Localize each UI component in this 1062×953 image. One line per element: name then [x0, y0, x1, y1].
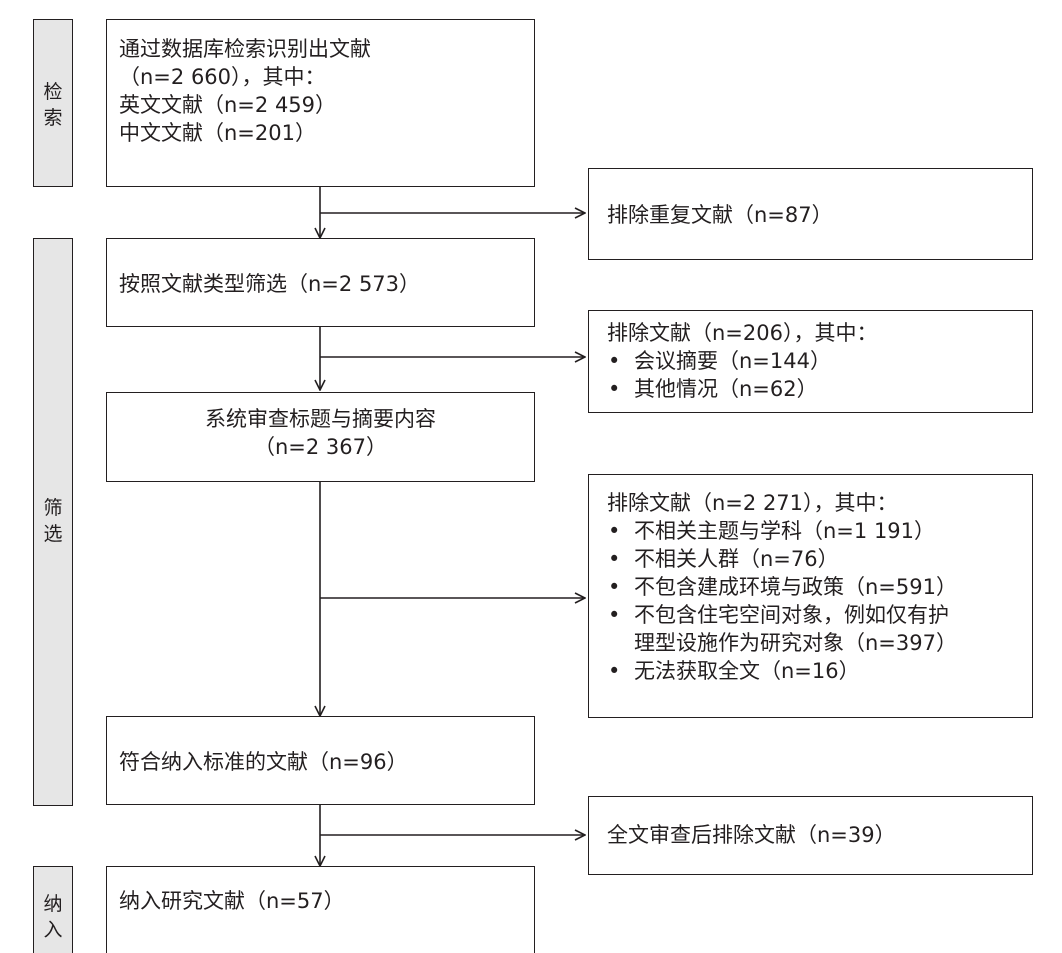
- box-duplicates: 排除重复文献（n=87）: [588, 168, 1033, 260]
- included-text: 纳入研究文献（n=57）: [119, 889, 345, 913]
- list-item: • 不相关主题与学科（n=1 191）: [607, 517, 1032, 545]
- stage-search-char-1: 检: [43, 81, 63, 103]
- stage-screen-char-2: 选: [43, 523, 63, 545]
- box-excluded-title: 排除文献（n=2 271），其中： • 不相关主题与学科（n=1 191） • …: [588, 474, 1033, 718]
- identified-line-1: 通过数据库检索识别出文献: [119, 37, 371, 61]
- excluded-title-item-1: 不相关主题与学科（n=1 191）: [634, 519, 936, 543]
- stage-screen-char-1: 筛: [43, 497, 63, 519]
- bullet-icon: •: [608, 547, 621, 571]
- stage-include-char-1: 纳: [43, 893, 63, 915]
- list-item: • 不包含住宅空间对象，例如仅有护: [607, 601, 1032, 629]
- box-type-screen: 按照文献类型筛选（n=2 573）: [106, 238, 535, 327]
- box-excluded-type: 排除文献（n=206），其中： • 会议摘要（n=144） • 其他情况（n=6…: [588, 310, 1033, 413]
- type-screen-text: 按照文献类型筛选（n=2 573）: [119, 272, 421, 296]
- title-abstract-line-2: （n=2 367）: [253, 435, 388, 459]
- stage-include: 纳 入: [33, 866, 73, 953]
- excluded-type-heading: 排除文献（n=206），其中：: [607, 321, 878, 345]
- excluded-title-item-4: 不包含住宅空间对象，例如仅有护: [634, 603, 949, 627]
- bullet-icon: •: [608, 349, 621, 373]
- excluded-title-item-4-continued: 理型设施作为研究对象（n=397）: [634, 631, 957, 655]
- box-excluded-fulltext: 全文审查后排除文献（n=39）: [588, 796, 1033, 875]
- excluded-title-heading: 排除文献（n=2 271），其中：: [607, 491, 898, 515]
- excluded-fulltext-text: 全文审查后排除文献（n=39）: [607, 823, 896, 847]
- identified-line-4: 中文文献（n=201）: [119, 121, 316, 145]
- bullet-icon: •: [608, 603, 621, 627]
- list-item: • 不包含建成环境与政策（n=591）: [607, 573, 1032, 601]
- excluded-title-item-2: 不相关人群（n=76）: [634, 547, 839, 571]
- stage-include-char-2: 入: [43, 919, 63, 941]
- box-included: 纳入研究文献（n=57）: [106, 866, 535, 953]
- bullet-icon: •: [608, 659, 621, 683]
- title-abstract-line-1: 系统审查标题与摘要内容: [205, 407, 436, 431]
- stage-search-char-2: 索: [43, 107, 63, 129]
- eligible-text: 符合纳入标准的文献（n=96）: [119, 750, 408, 774]
- identified-line-2: （n=2 660），其中：: [119, 65, 326, 89]
- excluded-title-item-5: 无法获取全文（n=16）: [634, 659, 860, 683]
- stage-screen: 筛 选: [33, 238, 73, 806]
- list-item: • 无法获取全文（n=16）: [607, 657, 1032, 685]
- bullet-icon: •: [608, 519, 621, 543]
- identified-line-3: 英文文献（n=2 459）: [119, 93, 337, 117]
- box-title-abstract: 系统审查标题与摘要内容 （n=2 367）: [106, 392, 535, 482]
- bullet-icon: •: [608, 575, 621, 599]
- bullet-icon: •: [608, 377, 621, 401]
- excluded-type-item-1: 会议摘要（n=144）: [634, 349, 831, 373]
- box-identified: 通过数据库检索识别出文献 （n=2 660），其中： 英文文献（n=2 459）…: [106, 19, 535, 187]
- stage-search: 检 索: [33, 19, 73, 187]
- list-item: • 其他情况（n=62）: [607, 375, 1032, 403]
- list-item: • 会议摘要（n=144）: [607, 347, 1032, 375]
- excluded-type-item-2: 其他情况（n=62）: [634, 377, 818, 401]
- list-item: • 不相关人群（n=76）: [607, 545, 1032, 573]
- excluded-title-item-3: 不包含建成环境与政策（n=591）: [634, 575, 957, 599]
- box-eligible: 符合纳入标准的文献（n=96）: [106, 716, 535, 805]
- duplicates-text: 排除重复文献（n=87）: [607, 203, 833, 227]
